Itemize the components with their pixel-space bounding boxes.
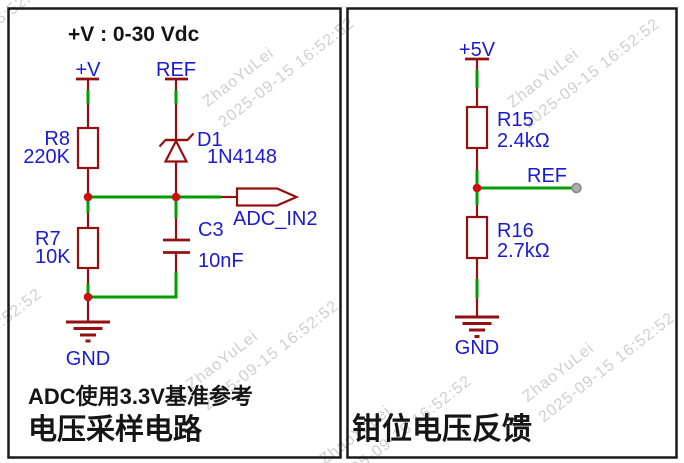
- value-r16: 2.7kΩ: [497, 240, 550, 262]
- capacitor-c3: C3 10nF: [163, 219, 244, 272]
- ground-symbol-right: GND: [455, 315, 499, 359]
- designator-c3: C3: [198, 219, 224, 241]
- value-r8: 220K: [23, 146, 70, 168]
- net-label-gnd: GND: [66, 348, 110, 370]
- net-wires-left: [86, 90, 237, 322]
- resistor-body: [465, 105, 489, 150]
- designator-r8: R8: [44, 128, 70, 150]
- net-label-gnd: GND: [455, 337, 499, 359]
- diode-cathode-wing: [158, 139, 167, 148]
- net-label-ref: REF: [156, 59, 196, 81]
- resistor-r7: R7 10K: [35, 226, 100, 270]
- net-ref-right: REF: [527, 165, 582, 194]
- designator-r7: R7: [35, 228, 61, 250]
- net-label-5v: +5V: [459, 39, 496, 61]
- port-adc-in2: ADC_IN2: [233, 187, 317, 230]
- net-label-vplus: +V: [75, 59, 101, 81]
- resistor-body: [465, 215, 489, 260]
- value-r15: 2.4kΩ: [497, 130, 550, 152]
- power-port-5v: +5V: [459, 39, 496, 70]
- port-label: ADC_IN2: [233, 208, 317, 230]
- port-arrow-shape: [235, 187, 300, 207]
- terminal-dot: [571, 182, 582, 194]
- left-caption-line2: 电压采样电路: [28, 412, 203, 446]
- diode-cathode-wing: [186, 132, 195, 141]
- resistor-r8: R8 220K: [23, 126, 100, 170]
- resistor-r15: R15 2.4kΩ: [465, 105, 550, 152]
- ground-symbol-left: GND: [66, 320, 110, 370]
- power-port-ref: REF: [156, 59, 196, 90]
- value-r7: 10K: [35, 246, 71, 268]
- right-caption: 钳位电压反馈: [352, 412, 532, 446]
- value-c3: 10nF: [198, 250, 244, 272]
- designator-r15: R15: [497, 109, 534, 131]
- junction-dot: [171, 192, 181, 202]
- junction-dot: [83, 292, 93, 302]
- right-panel-border: [346, 7, 678, 459]
- left-panel-border: [7, 7, 342, 459]
- resistor-r16: R16 2.7kΩ: [465, 215, 550, 262]
- diode-d1: D1 1N4148: [158, 129, 277, 168]
- net-wires-right: [475, 70, 572, 317]
- junction-dot: [83, 192, 93, 202]
- resistor-body: [76, 126, 100, 170]
- designator-d1: D1: [197, 129, 223, 151]
- resistor-body: [76, 226, 100, 270]
- value-d1: 1N4148: [207, 146, 277, 168]
- designator-r16: R16: [497, 220, 534, 242]
- left-caption-line1: ADC使用3.3V基准参考: [28, 384, 253, 409]
- left-panel-title: +V : 0-30 Vdc: [68, 23, 200, 46]
- power-port-vplus: +V: [75, 59, 101, 90]
- junction-dot: [472, 183, 482, 193]
- diode-triangle: [163, 138, 189, 163]
- net-label-ref: REF: [527, 165, 567, 187]
